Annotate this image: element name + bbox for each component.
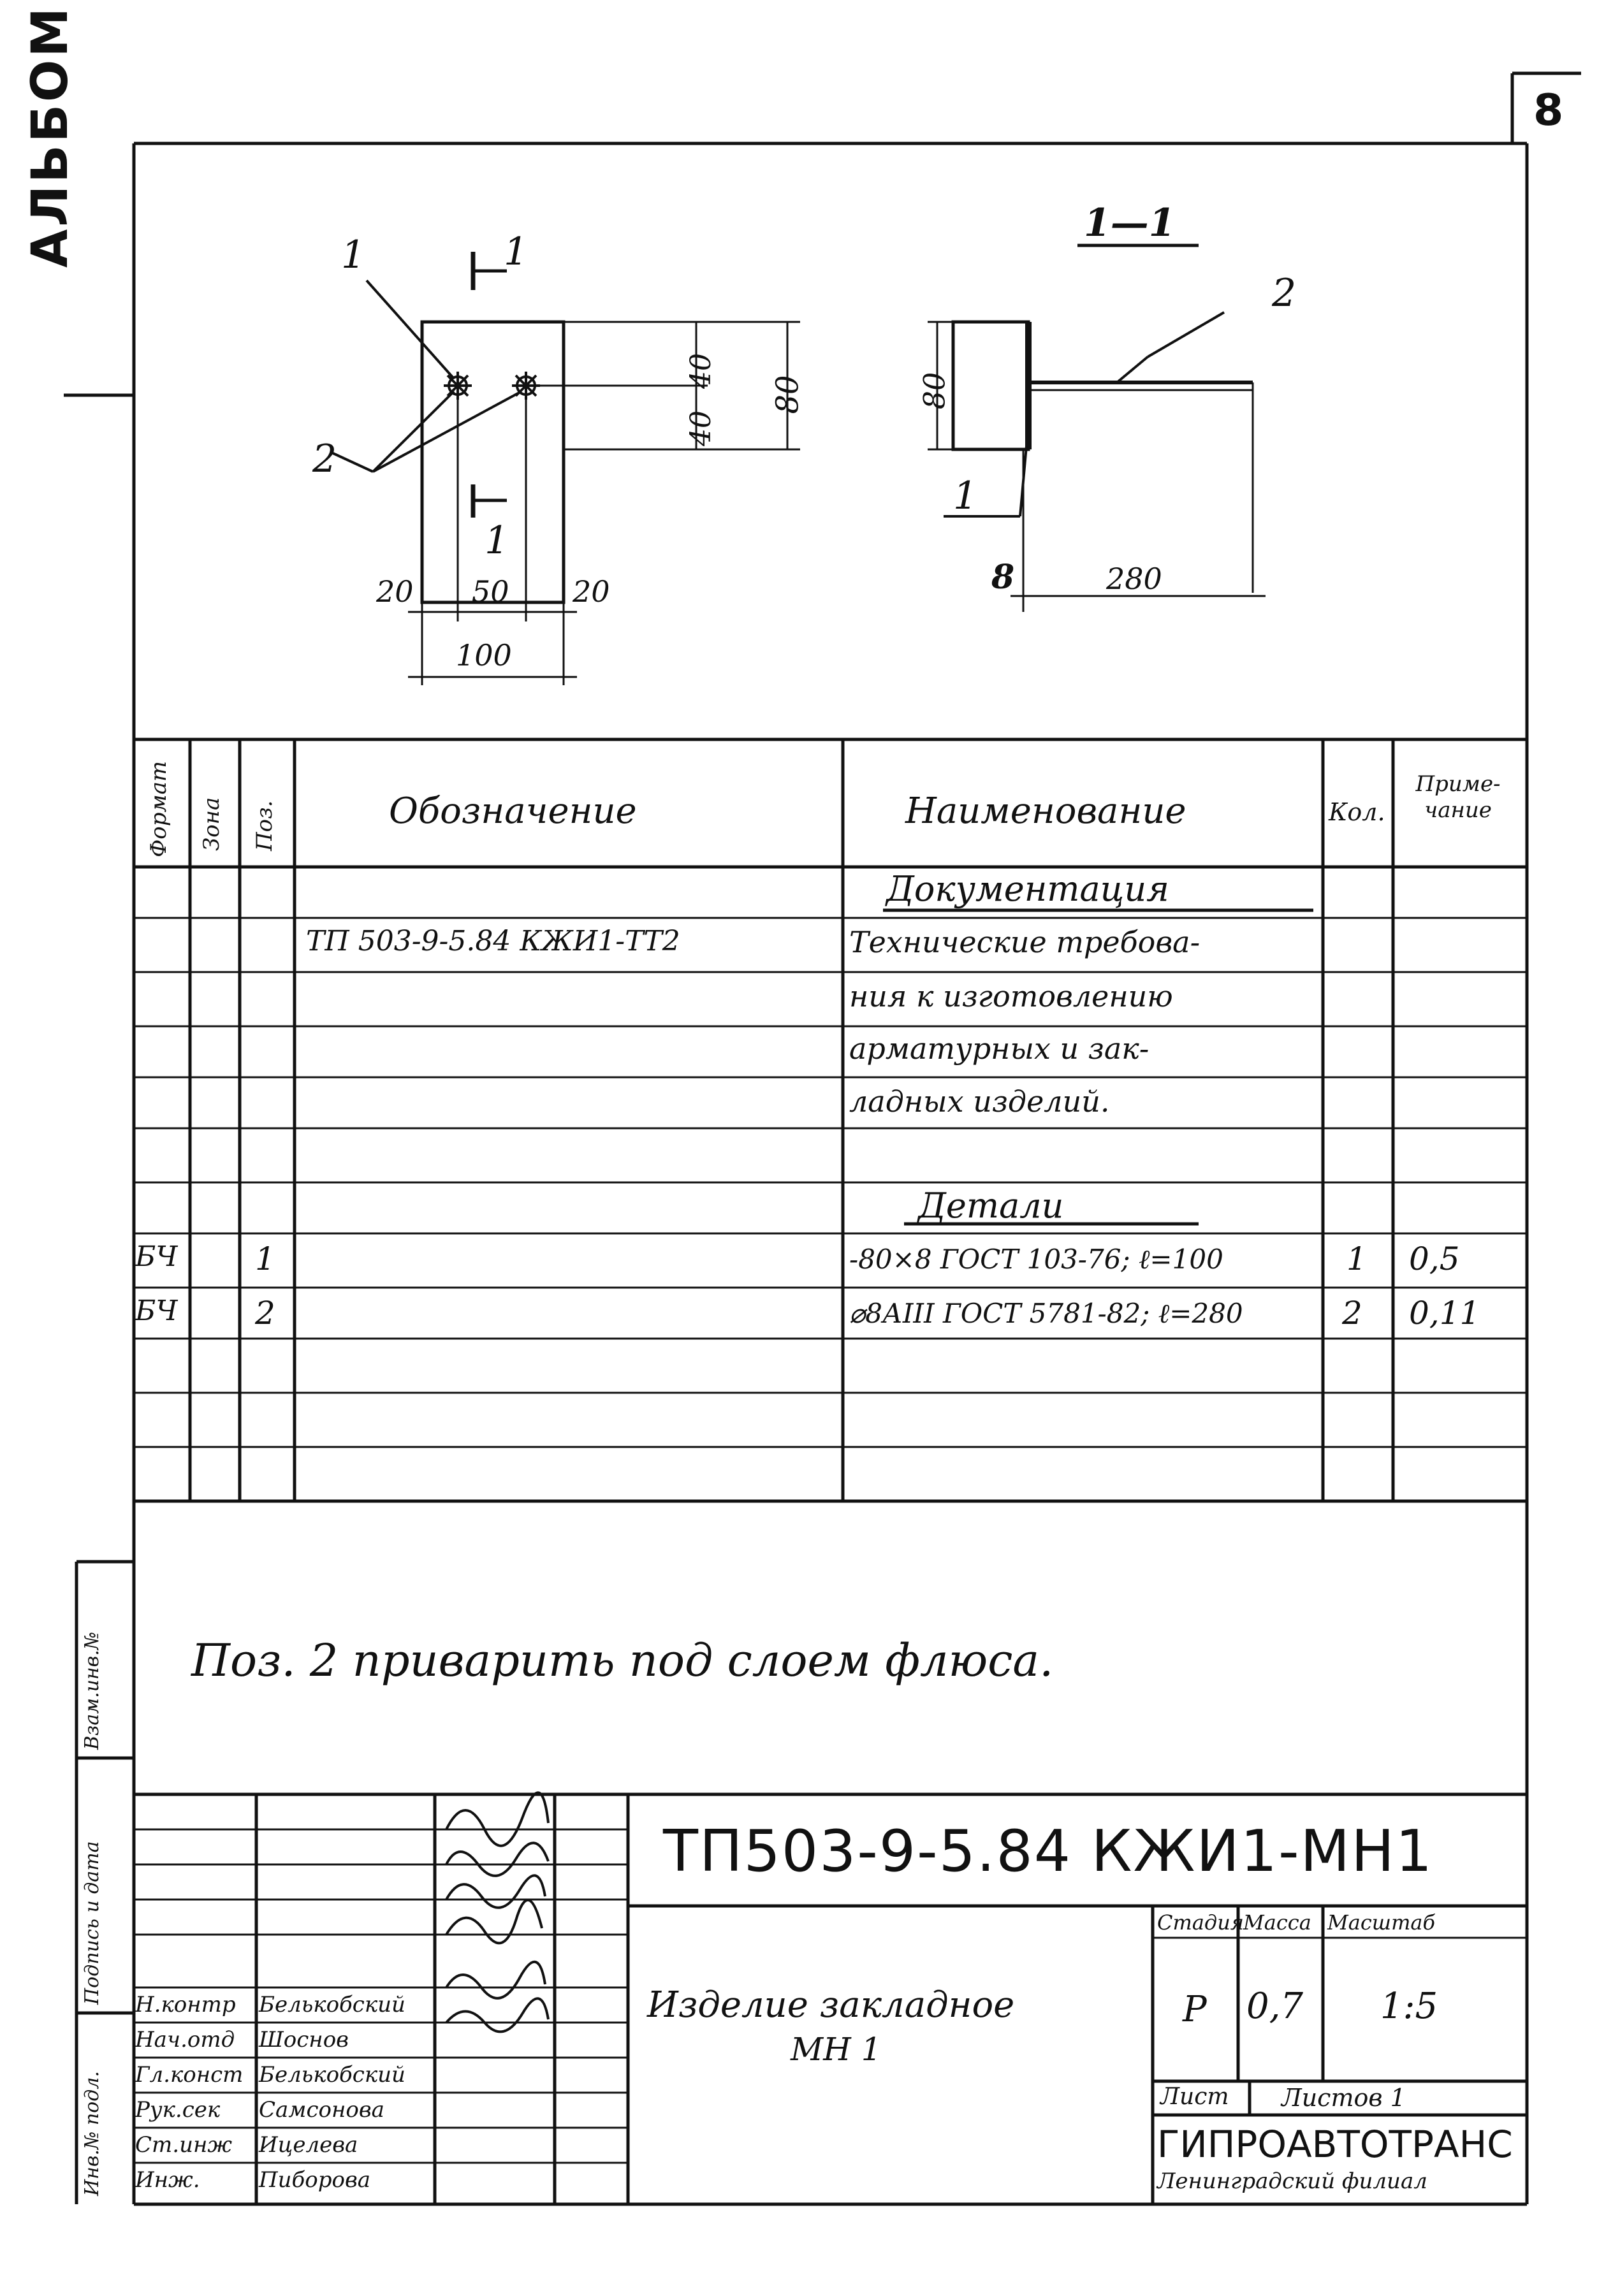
- sign-role: Н.контр: [135, 1992, 236, 2017]
- header-designation: Обозначение: [389, 790, 637, 832]
- header-format: Формат: [146, 760, 171, 857]
- section-mark-top: 1: [504, 229, 529, 274]
- margin-label-inv-orig: Инв.№ подл.: [81, 2071, 103, 2196]
- dim-280: 280: [1106, 562, 1162, 596]
- table-row: ладных изделий.: [849, 1084, 1110, 1119]
- section-callout-1: 1: [953, 474, 978, 518]
- organization: ГИПРОАВТОТРАНС: [1157, 2123, 1513, 2166]
- table-row: 0,5: [1409, 1240, 1460, 1277]
- stage-header: Стадия: [1157, 1910, 1244, 1935]
- section-callout-2: 2: [1272, 271, 1297, 316]
- dim-50: 50: [472, 574, 509, 609]
- signature-mark: [445, 1791, 550, 1847]
- table-row: 1: [1346, 1240, 1367, 1277]
- header-note: Приме-чание: [1415, 771, 1501, 823]
- signature-mark: [445, 1874, 546, 1909]
- sign-role: Гл.конст: [135, 2062, 244, 2088]
- dim-20-left: 20: [376, 574, 414, 609]
- sheet-number: 8: [1533, 85, 1564, 136]
- sign-name: Пиборова: [259, 2167, 371, 2193]
- section-view: [928, 243, 1266, 612]
- table-row: БЧ: [135, 1240, 178, 1273]
- sign-name: Белькобский: [259, 2062, 405, 2088]
- document-code: ТП503-9-5.84 КЖИ1-МН1: [663, 1818, 1434, 1885]
- item-code: МН 1: [791, 2031, 882, 2068]
- sheet-label: Лист: [1160, 2084, 1229, 2110]
- dim-80-plan: 80: [770, 375, 806, 414]
- signature-mark: [445, 1842, 550, 1877]
- header-zone: Зона: [199, 797, 224, 851]
- note-text: Поз. 2 приварить под слоем флюса.: [191, 1634, 1054, 1687]
- sign-role: Нач.отд: [135, 2027, 235, 2053]
- table-row: Детали: [918, 1186, 1064, 1226]
- sign-role: Инж.: [135, 2167, 200, 2193]
- margin-label-replace-inv: Взам.инв.№: [81, 1631, 103, 1750]
- margin-label-signature-date: Подпись и дата: [81, 1841, 103, 2005]
- dim-20-right: 20: [573, 574, 610, 609]
- item-name: Изделие закладное: [647, 1984, 1015, 2026]
- table-row: 1: [255, 1240, 275, 1277]
- table-row: арматурных и зак-: [849, 1031, 1149, 1066]
- table-row: -80×8 ГОСТ 103-76; ℓ=100: [849, 1244, 1223, 1275]
- signature-mark: [445, 1961, 546, 2000]
- organization-branch: Ленинградский филиал: [1157, 2169, 1427, 2194]
- plate-section: [951, 320, 1030, 451]
- table-row: ТП 503-9-5.84 КЖИ1-ТТ2: [306, 925, 680, 957]
- mass-value: 0,7: [1246, 1986, 1304, 2027]
- sign-role: Рук.сек: [135, 2097, 221, 2123]
- signature-mark: [445, 1898, 543, 1945]
- stage-value: Р: [1183, 1989, 1207, 2030]
- section-mark-bottom: 1: [485, 518, 509, 563]
- signatures: [445, 1791, 550, 2033]
- dim-100: 100: [456, 638, 512, 672]
- sign-name: Ицелева: [259, 2132, 358, 2158]
- header-pos: Поз.: [252, 800, 277, 851]
- table-row: ⌀8АIII ГОСТ 5781-82; ℓ=280: [849, 1298, 1243, 1329]
- embed-plate-outline: [420, 320, 566, 604]
- plan-callout-2: 2: [312, 437, 337, 481]
- mass-header: Масса: [1243, 1910, 1311, 1935]
- scale-header: Масштаб: [1327, 1910, 1436, 1935]
- sign-role: Ст.инж: [135, 2132, 233, 2158]
- table-row: Документация: [886, 869, 1169, 909]
- header-qty: Кол.: [1329, 798, 1385, 826]
- dim-80-section: 80: [917, 372, 952, 410]
- table-row: 0,11: [1409, 1295, 1480, 1332]
- sign-name: Шоснов: [259, 2027, 349, 2053]
- plan-view: [331, 252, 800, 685]
- header-name: Наименование: [905, 790, 1186, 832]
- sheets-label: Листов 1: [1281, 2084, 1406, 2112]
- section-title: 1—1: [1084, 201, 1176, 245]
- sign-name: Белькобский: [259, 1992, 405, 2017]
- table-row: БЧ: [135, 1295, 178, 1327]
- table-row: ния к изготовлению: [849, 979, 1173, 1014]
- dim-8: 8: [991, 558, 1015, 597]
- dim-40-b: 40: [685, 411, 717, 446]
- scale-value: 1:5: [1380, 1986, 1438, 2027]
- table-row: 2: [1342, 1295, 1362, 1332]
- table-row: 2: [255, 1295, 275, 1332]
- album-label: АЛЬБОМ II: [22, 0, 79, 268]
- table-row: Технические требова-: [849, 925, 1200, 959]
- sign-name: Самсонова: [259, 2097, 384, 2123]
- plan-callout-1: 1: [341, 233, 366, 277]
- dim-40-a: 40: [685, 353, 717, 389]
- signature-mark: [445, 1997, 550, 2033]
